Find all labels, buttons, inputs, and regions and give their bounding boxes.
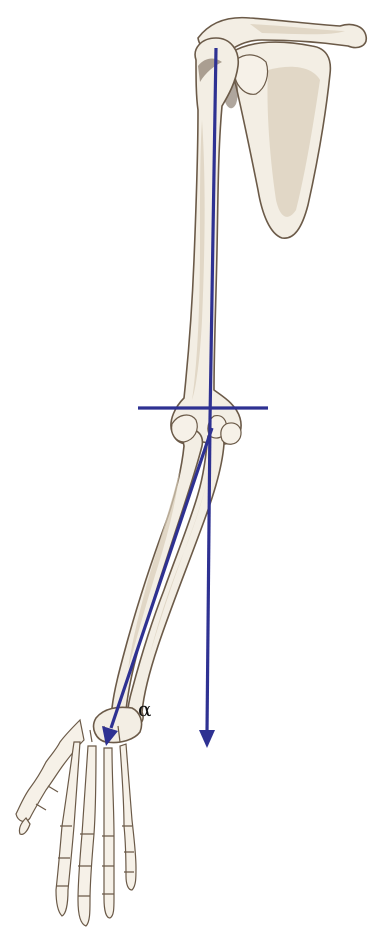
scapula	[223, 42, 330, 238]
radius	[128, 416, 227, 726]
forearm-axis-line	[111, 428, 212, 728]
angle-alpha-label: α	[138, 697, 152, 721]
vertical-arrow-head	[199, 730, 215, 748]
hand	[16, 707, 142, 926]
ulna	[112, 430, 202, 715]
